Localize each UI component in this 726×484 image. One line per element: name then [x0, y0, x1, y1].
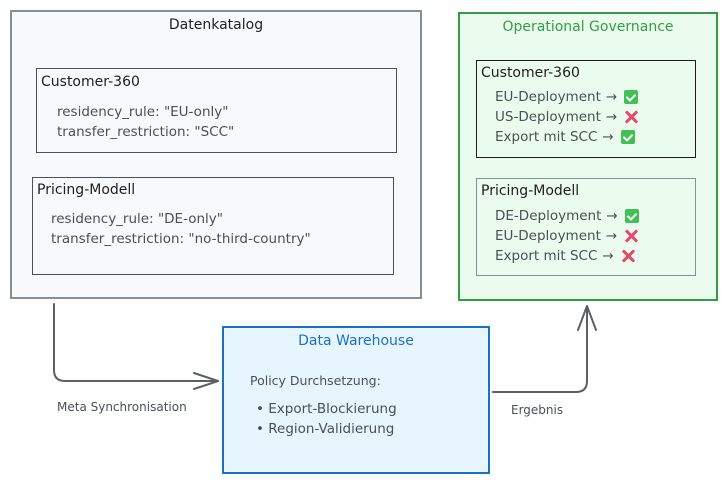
check-label: Export mit SCC — [495, 129, 598, 145]
check-row: Export mit SCC → — [495, 129, 635, 145]
right-arrow-icon: → — [602, 129, 614, 145]
arrow-catalog-to-warehouse — [53, 303, 219, 382]
governance-dataset-pricing-modell: Pricing-Modell DE-Deployment → EU-Deploy… — [476, 178, 696, 276]
dataset-name: Customer-360 — [481, 65, 580, 81]
arrow-warehouse-to-governance — [492, 307, 588, 393]
check-icon — [624, 90, 639, 104]
check-label: Export mit SCC — [495, 248, 598, 264]
check-icon — [620, 130, 635, 144]
check-icon — [624, 209, 639, 223]
residency-rule: residency_rule: "DE-only" — [51, 211, 223, 227]
check-label: DE-Deployment — [495, 208, 602, 224]
arrowhead-catalog-to-warehouse — [193, 372, 219, 390]
cross-icon — [623, 109, 639, 125]
check-label: EU-Deployment — [495, 89, 601, 105]
data-warehouse-container: Data Warehouse Policy Durchsetzung: • Ex… — [222, 326, 490, 474]
dataset-name: Pricing-Modell — [481, 183, 580, 199]
check-row: US-Deployment → — [495, 109, 639, 125]
transfer-restriction: transfer_restriction: "SCC" — [57, 124, 235, 140]
check-label: EU-Deployment — [495, 228, 601, 244]
cross-icon — [620, 248, 636, 264]
catalog-dataset-pricing-modell: Pricing-Modell residency_rule: "DE-only"… — [32, 177, 394, 275]
edge-label-meta-synchronisation: Meta Synchronisation — [57, 400, 187, 414]
governance-dataset-customer-360: Customer-360 EU-Deployment → US-Deployme… — [476, 60, 696, 158]
check-row: Export mit SCC → — [495, 248, 636, 264]
transfer-restriction: transfer_restriction: "no-third-country" — [51, 231, 311, 247]
right-arrow-icon: → — [605, 228, 618, 244]
right-arrow-icon: → — [605, 109, 618, 125]
dataset-name: Customer-360 — [41, 74, 140, 90]
dataset-name: Pricing-Modell — [37, 182, 136, 198]
check-row: EU-Deployment → — [495, 228, 639, 244]
datenkatalog-container: Datenkatalog Customer-360 residency_rule… — [10, 10, 422, 299]
edge-label-ergebnis: Ergebnis — [511, 403, 564, 417]
operational-governance-container: Operational Governance Customer-360 EU-D… — [458, 12, 718, 301]
arrowhead-warehouse-to-governance — [577, 305, 597, 331]
datenkatalog-title: Datenkatalog — [168, 17, 264, 33]
bullet-region-validierung: • Region-Validierung — [256, 421, 395, 437]
right-arrow-icon: → — [602, 248, 614, 264]
warehouse-title: Data Warehouse — [298, 333, 414, 349]
check-label: US-Deployment — [495, 109, 601, 125]
right-arrow-icon: → — [605, 89, 618, 105]
check-row: DE-Deployment → — [495, 208, 639, 224]
residency-rule: residency_rule: "EU-only" — [57, 104, 229, 120]
bullet-export-blockierung: • Export-Blockierung — [256, 401, 397, 417]
check-row: EU-Deployment → — [495, 89, 639, 105]
cross-icon — [623, 228, 639, 244]
governance-title: Operational Governance — [502, 19, 674, 35]
policy-subtitle: Policy Durchsetzung: — [250, 373, 381, 388]
right-arrow-icon: → — [606, 208, 618, 224]
catalog-dataset-customer-360: Customer-360 residency_rule: "EU-only" t… — [36, 68, 397, 153]
